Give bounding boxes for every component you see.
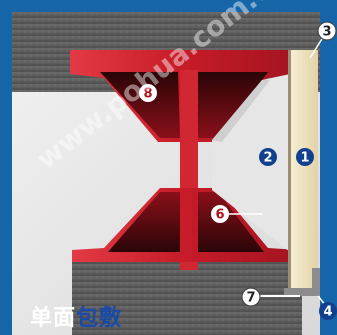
frame-right	[320, 0, 337, 335]
marker-label: 2	[263, 151, 272, 166]
steel-angle-vertical	[312, 268, 320, 296]
marker-circle	[211, 205, 229, 223]
marker-label: 8	[143, 87, 152, 102]
beam-lower-cavity-left	[108, 192, 180, 252]
caption-part-1: 单面	[30, 306, 77, 331]
marker-2: 2	[259, 148, 277, 166]
frame-top	[0, 0, 337, 12]
marker-circle	[259, 148, 277, 166]
marker-circle	[296, 148, 314, 166]
frame-left	[0, 0, 12, 335]
caption-part-2: 包敷	[76, 306, 123, 331]
marker-1: 1	[296, 148, 314, 166]
board-joint-line	[288, 50, 291, 290]
fireproof-board-outer	[290, 50, 318, 290]
marker-4: 4	[319, 302, 337, 320]
marker-circle	[241, 287, 261, 307]
marker-8: 8	[139, 84, 157, 102]
steel-h-beam	[70, 50, 298, 270]
marker-label: 3	[322, 25, 331, 40]
marker-circle	[317, 21, 337, 41]
marker-label: 1	[300, 151, 309, 166]
marker-circle	[139, 84, 157, 102]
diagram-caption: 单面包敷	[30, 300, 122, 332]
lower-concrete-slab	[72, 262, 302, 335]
beam-upper-cavity-left	[100, 72, 180, 138]
marker-7: 7	[241, 287, 261, 307]
marker-label: 4	[323, 305, 332, 320]
board-edge	[212, 80, 270, 142]
steel-angle-bracket	[284, 288, 320, 296]
marker-circle	[319, 302, 337, 320]
number-markers: 1 2 3 4 6 7 8	[139, 21, 337, 320]
beam-upper-cavity-right	[198, 72, 268, 138]
marker-3: 3	[317, 21, 337, 41]
marker-label: 6	[215, 208, 224, 223]
marker-6: 6	[211, 205, 229, 223]
marker-label: 7	[246, 291, 255, 306]
